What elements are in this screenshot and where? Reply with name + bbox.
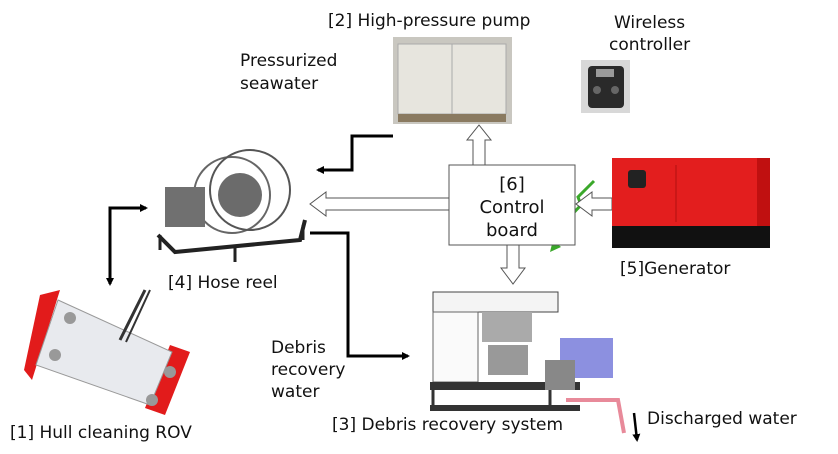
pressurized-seawater-arrow [316, 134, 393, 174]
debris-water-label-1: Debris [271, 338, 326, 358]
discharged-label: Discharged water [647, 409, 797, 429]
umbilical-arrow-to-reel [108, 204, 148, 245]
power-arrow-to-debris-system [500, 244, 526, 285]
control-label-3: board [486, 220, 538, 241]
control-label-2: Control [479, 197, 544, 218]
wireless-label-1: Wireless [614, 13, 685, 33]
power-arrow-to-hose-reel [309, 191, 450, 217]
debris-water-label-2: recovery [271, 360, 345, 380]
high-pressure-pump-image [393, 37, 512, 124]
debris-recovery-water-arrow [310, 231, 410, 360]
pump-label: [2] High-pressure pump [328, 11, 530, 31]
debris-water-label-3: water [271, 382, 319, 402]
generator-image [612, 158, 770, 248]
hose-reel-image [156, 149, 307, 262]
debris-system-label: [3] Debris recovery system [332, 415, 563, 435]
debris-recovery-system-image [430, 291, 613, 411]
hose-reel-label: [4] Hose reel [168, 273, 278, 293]
rov-label: [1] Hull cleaning ROV [10, 423, 192, 443]
discharged-water-arrow [632, 412, 641, 442]
power-arrow-to-pump [465, 124, 493, 166]
pressurized-label-1: Pressurized [240, 51, 337, 71]
power-arrow-from-generator [575, 191, 613, 217]
wireless-label-2: controller [609, 35, 690, 55]
pressurized-label-2: seawater [240, 74, 318, 94]
control-label-1: [6] [499, 174, 525, 195]
rov-image [24, 289, 190, 415]
wireless-controller-image [581, 60, 630, 113]
generator-label: [5]Generator [620, 259, 730, 279]
control-board-box [448, 164, 576, 246]
discharge-pipe [566, 398, 626, 434]
